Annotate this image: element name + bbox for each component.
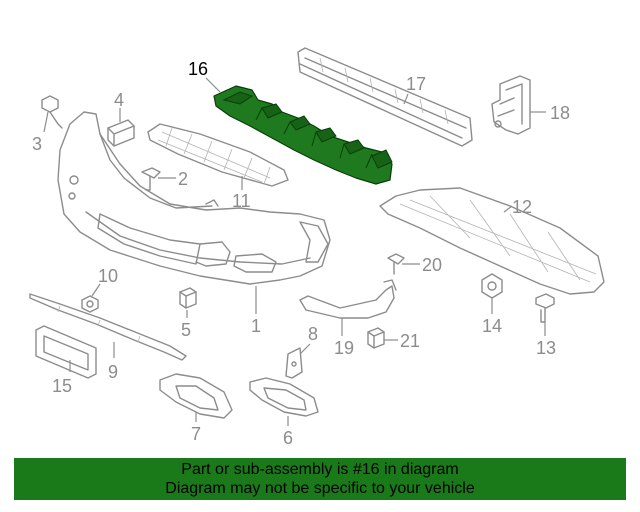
callout-1: 1 <box>251 316 261 336</box>
part-20-pin[interactable] <box>387 253 405 275</box>
callout-13: 13 <box>536 338 556 358</box>
part-2-push-clip[interactable] <box>141 167 161 191</box>
part-18-bracket[interactable] <box>491 75 531 135</box>
part-14-nut[interactable] <box>481 273 503 299</box>
part-10-nut[interactable] <box>81 295 99 313</box>
part-5-fastener[interactable] <box>179 287 197 309</box>
callout-4: 4 <box>114 90 124 110</box>
callout-6: 6 <box>283 428 293 448</box>
part-9-trim-strip[interactable] <box>29 293 187 361</box>
part-21-clip[interactable] <box>367 327 385 349</box>
part-4-clip[interactable] <box>107 119 135 147</box>
part-3-bolt[interactable] <box>41 95 63 129</box>
callout-21: 21 <box>400 331 420 351</box>
callout-15: 15 <box>52 376 72 396</box>
part-17-reinforcement-bar[interactable] <box>297 47 473 147</box>
banner-line-disclaimer: Diagram may not be specific to your vehi… <box>165 480 475 497</box>
callout-3: 3 <box>32 134 42 154</box>
info-banner: Part or sub-assembly is #16 in diagram D… <box>14 458 626 500</box>
part-11-lower-grille[interactable] <box>147 123 289 187</box>
callout-17: 17 <box>406 74 426 94</box>
part-12-undercover[interactable] <box>379 187 605 295</box>
callout-7: 7 <box>191 424 201 444</box>
callout-5: 5 <box>181 320 191 340</box>
leader-lines <box>43 77 546 426</box>
part-7-fog-cover[interactable] <box>159 373 233 419</box>
part-8-small-bracket[interactable] <box>285 347 303 379</box>
callout-18: 18 <box>550 103 570 123</box>
callout-20: 20 <box>422 255 442 275</box>
part-16-energy-absorber[interactable] <box>213 85 393 185</box>
parts-diagram: 1 2 3 4 5 6 7 8 9 10 11 12 13 14 15 16 1… <box>29 47 605 448</box>
callout-9: 9 <box>108 362 118 382</box>
part-15-plate-bracket[interactable] <box>35 325 97 379</box>
part-6-fog-cover[interactable] <box>249 377 319 417</box>
callout-16: 16 <box>188 59 208 79</box>
part-13-bolt[interactable] <box>535 293 555 323</box>
part-19-side-bracket[interactable] <box>299 279 397 319</box>
part-1-bumper-fascia[interactable] <box>57 111 331 285</box>
callout-12: 12 <box>512 197 532 217</box>
callout-2: 2 <box>178 169 188 189</box>
callout-11: 11 <box>232 191 251 211</box>
callout-14: 14 <box>482 316 502 336</box>
callout-10: 10 <box>98 266 118 286</box>
callout-8: 8 <box>308 324 318 344</box>
banner-line-part: Part or sub-assembly is #16 in diagram <box>181 461 459 478</box>
callout-19: 19 <box>334 338 354 358</box>
